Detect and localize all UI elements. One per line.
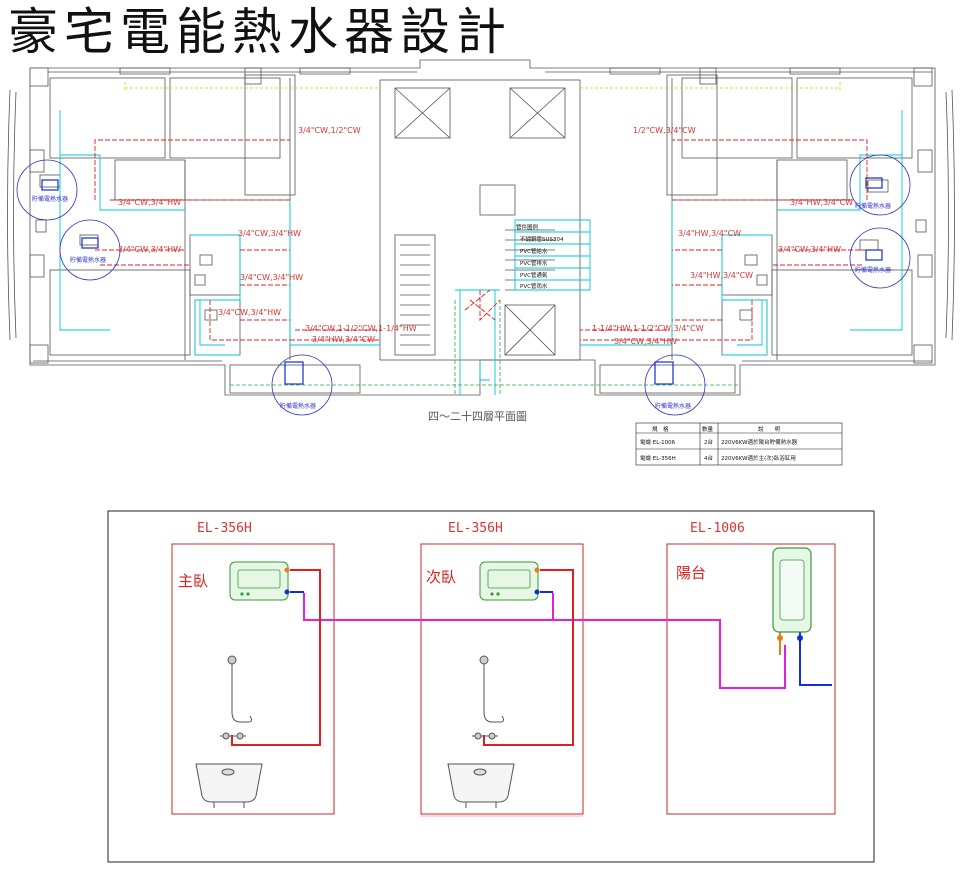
- spec-head-desc: 說 明: [758, 425, 781, 433]
- spec-row2-desc: 220V6KW適於主(次)臥浴缸用: [721, 454, 796, 462]
- spec-head-model: 規 格: [652, 425, 669, 433]
- heater-unit-second: [479, 561, 540, 601]
- pipe-label-l1: 3/4"CW,1/2"CW: [298, 126, 361, 135]
- page-title: 豪宅電能熱水器設計: [8, 3, 512, 61]
- spec-row2-model: 電爐 EL-356H: [640, 454, 676, 462]
- cold-line-balcony: [799, 630, 832, 686]
- spec-table: [635, 422, 843, 466]
- plan-caption: 四～二十四層平面圖: [428, 409, 527, 423]
- tank-heater-balcony: [772, 547, 812, 641]
- spec-row1-model: 電爐 EL-1006: [640, 438, 676, 446]
- floor-plan: [7, 59, 955, 396]
- pipe-label-r2: 3/4"HW,3/4"CW: [790, 198, 853, 207]
- spec-row1-qty: 2台: [704, 438, 713, 446]
- room-model-balcony: EL-1006: [690, 521, 745, 536]
- room-label-master: 主臥: [178, 572, 208, 590]
- room-model-second: EL-356H: [448, 521, 503, 536]
- red-pipes: [94, 139, 868, 341]
- hot-water-line-master: [231, 569, 321, 746]
- room-label-balcony: 陽台: [676, 564, 706, 582]
- spec-row2-qty: 4台: [704, 454, 713, 462]
- pipe-label-r1: 1/2"CW,3/4"CW: [633, 126, 696, 135]
- legend-row-5: PVC管雨水: [520, 282, 548, 290]
- cyan-pipes: [59, 110, 903, 395]
- legend-row-1: 不鏽鋼管SUS304: [520, 235, 564, 243]
- supply-line: [303, 593, 786, 689]
- heater-tag-c: 貯備電熱水器: [280, 402, 316, 410]
- bathtub-master: [195, 763, 263, 808]
- pipe-label-l2: 3/4"CW,3/4"HW: [118, 198, 181, 207]
- spec-row1-desc: 220V6KW適於陽台貯備熱水器: [721, 438, 798, 446]
- room-model-master: EL-356H: [197, 521, 252, 536]
- green-lines: [230, 300, 740, 395]
- schematic-frame: [107, 510, 875, 863]
- heater-unit-master: [229, 561, 290, 601]
- legend-row-2: PVC管給水: [520, 247, 548, 255]
- room-frame-master: [171, 543, 335, 815]
- pipe-label-r6: 1-1/4"HW,1-1/2"CW,3/4"CW: [592, 324, 704, 333]
- shower-master: [220, 655, 253, 740]
- pipe-label-r4: 3/4"HW,3/4"CW: [678, 229, 741, 238]
- pipe-label-l6: 3/4"CW,3/4"HW: [218, 308, 281, 317]
- pipe-label-r3: 3/4"CW,3/4"HW: [778, 245, 841, 254]
- shower-second: [472, 655, 505, 740]
- pipe-label-r7: 3/4"CW,3/4"HW: [614, 337, 677, 346]
- heater-tag-d: 貯備電熱水器: [855, 202, 891, 210]
- bathtub-second: [447, 763, 515, 808]
- spec-head-qty: 數量: [702, 425, 714, 433]
- hot-water-line-second: [483, 569, 574, 746]
- pipe-label-l7: 3/4"CW,1-1/2"CW,1-1/4"HW: [305, 324, 417, 333]
- pipe-legend: 管件圖例 不鏽鋼管SUS304 PVC管給水 PVC管排水 PVC管通氣 PVC…: [516, 223, 564, 290]
- pipe-label-l4: 3/4"CW,3/4"HW: [238, 229, 301, 238]
- plan-heaters: [16, 154, 911, 416]
- pipe-label-l8: 3/4"HW,3/4"CW: [312, 335, 375, 344]
- pipe-label-r5: 3/4"HW,3/4"CW: [690, 271, 753, 280]
- heater-tag-a: 貯備電熱水器: [32, 195, 68, 203]
- heater-tag-f: 貯備電熱水器: [655, 402, 691, 410]
- heater-tag-e: 貯備電熱水器: [855, 266, 891, 274]
- room-frame-second: [420, 543, 584, 815]
- pipe-label-l3: 3/4"CW,3/4"HW: [118, 245, 181, 254]
- heater-tag-b: 貯備電熱水器: [70, 256, 106, 264]
- room-label-second: 次臥: [426, 568, 456, 586]
- legend-row-3: PVC管排水: [520, 259, 548, 267]
- room-frame-balcony: [666, 543, 836, 815]
- legend-head: 管件圖例: [516, 223, 539, 231]
- legend-row-4: PVC管通氣: [520, 271, 548, 279]
- yellow-lines: [124, 82, 841, 92]
- pipe-label-l5: 3/4"CW,3/4"HW: [240, 273, 303, 282]
- heater-tags: 貯備電熱水器 貯備電熱水器 貯備電熱水器 貯備電熱水器 貯備電熱水器 貯備電熱水…: [32, 195, 891, 410]
- pipe-labels: 3/4"CW,1/2"CW 3/4"CW,3/4"HW 3/4"CW,3/4"H…: [118, 126, 853, 346]
